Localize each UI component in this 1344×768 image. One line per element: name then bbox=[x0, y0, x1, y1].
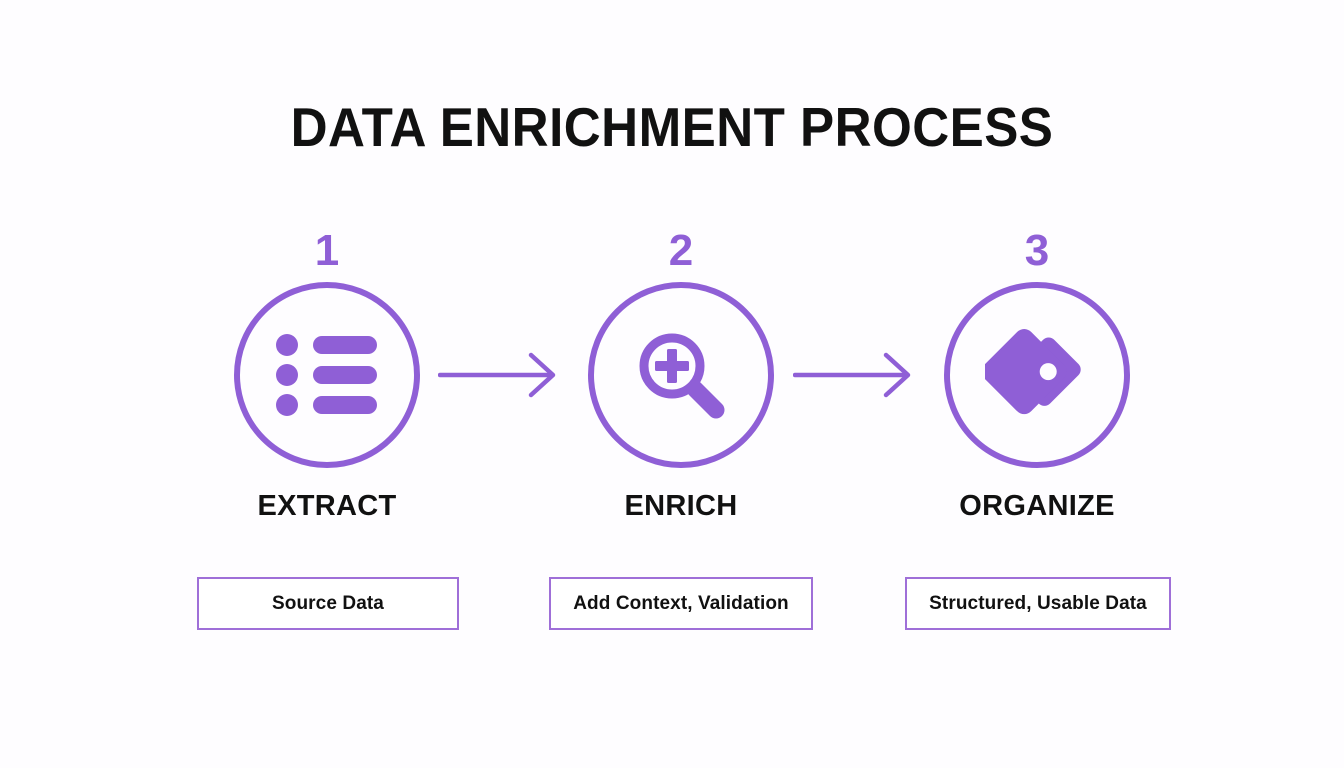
arrow-right-icon-1 bbox=[437, 350, 568, 400]
step-label-enrich: ENRICH bbox=[624, 490, 738, 522]
circle-outline bbox=[234, 282, 420, 468]
magnifier-plus-icon bbox=[588, 282, 774, 468]
circle-outline bbox=[588, 282, 774, 468]
caption-box-organize[interactable]: Structured, Usable Data bbox=[905, 577, 1171, 630]
caption-text-enrich: Add Context, Validation bbox=[573, 592, 789, 614]
circle-outline bbox=[944, 282, 1130, 468]
step-icon-circle-2 bbox=[588, 282, 774, 468]
process-step-enrich[interactable]: 2 ENRICH bbox=[531, 225, 831, 645]
bulleted-list-icon bbox=[234, 282, 420, 468]
caption-text-organize: Structured, Usable Data bbox=[929, 592, 1147, 614]
step-number-2: 2 bbox=[668, 226, 694, 275]
caption-box-extract[interactable]: Source Data bbox=[197, 577, 459, 630]
tags-icon bbox=[944, 282, 1130, 468]
caption-box-enrich[interactable]: Add Context, Validation bbox=[549, 577, 813, 630]
step-label-extract: EXTRACT bbox=[257, 490, 397, 522]
arrow-right-icon-2 bbox=[792, 350, 923, 400]
step-icon-circle-3 bbox=[944, 282, 1130, 468]
process-steps-row: 1 EXTRACT 2 bbox=[0, 225, 1344, 645]
step-number-1: 1 bbox=[314, 226, 340, 275]
process-step-extract[interactable]: 1 EXTRACT bbox=[177, 225, 477, 645]
process-step-organize[interactable]: 3 ORGANI bbox=[887, 225, 1187, 645]
step-number-3: 3 bbox=[1024, 226, 1050, 275]
caption-text-extract: Source Data bbox=[272, 592, 384, 614]
step-icon-circle-1 bbox=[234, 282, 420, 468]
page-title: DATA ENRICHMENT PROCESS bbox=[290, 96, 1054, 158]
step-label-organize: ORGANIZE bbox=[959, 490, 1115, 522]
